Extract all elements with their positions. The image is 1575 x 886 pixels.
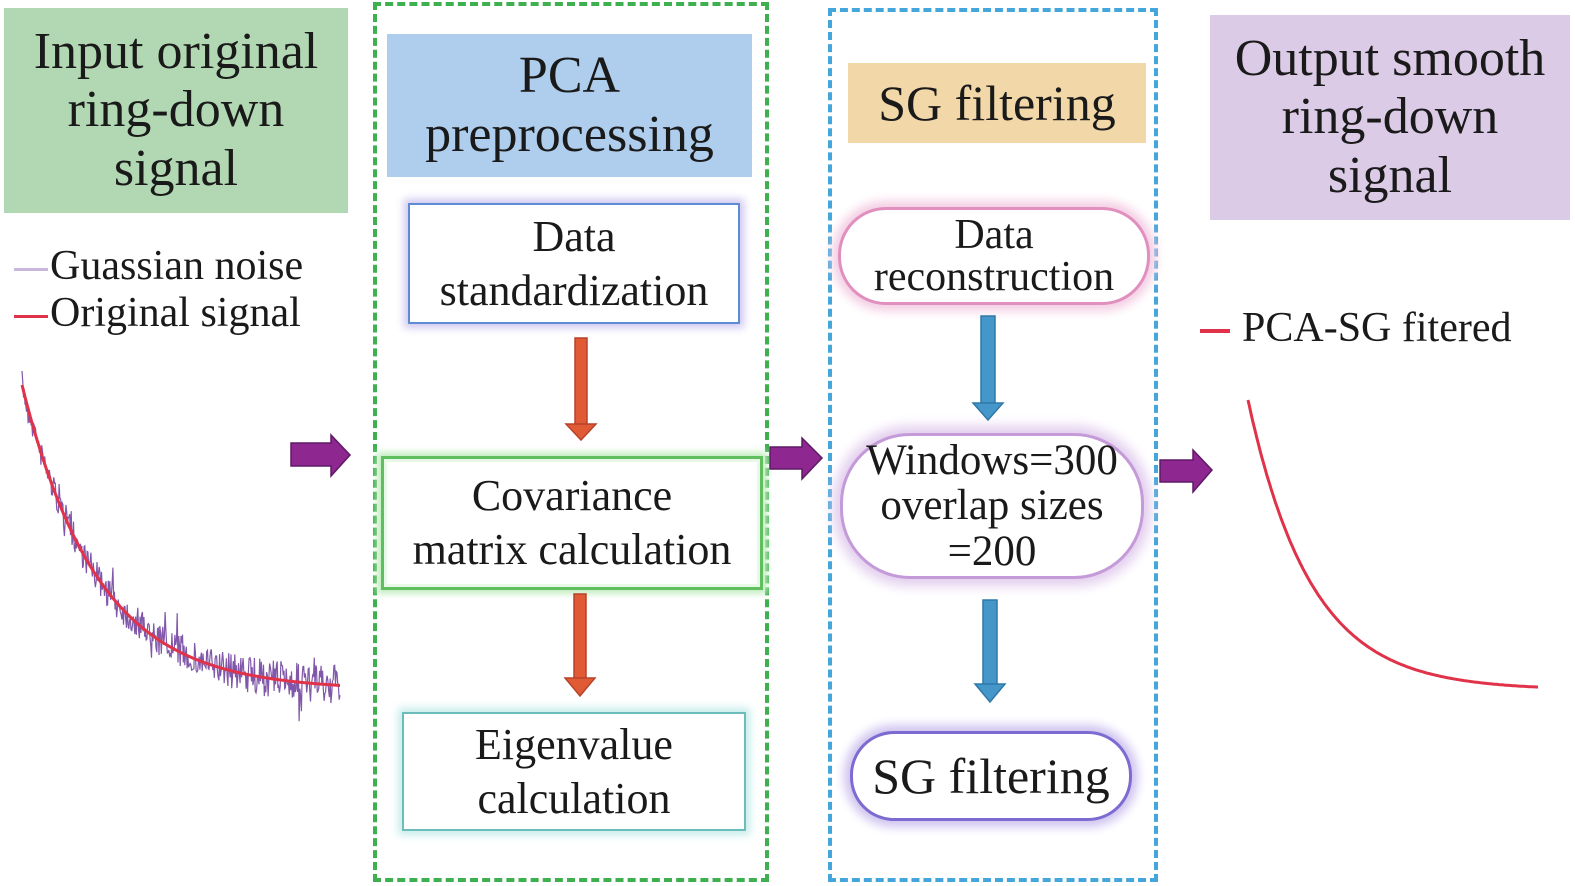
flow-arrow-sg-to-output-icon — [1159, 448, 1214, 495]
step-recon-line-2: reconstruction — [873, 254, 1115, 300]
legend-item-original: Original signal — [14, 292, 303, 334]
legend-label-original: Original signal — [50, 290, 301, 336]
step-window-settings: Windows=300 overlap sizes =200 — [840, 433, 1144, 579]
flow-arrow-pca-to-sg-icon — [769, 436, 824, 481]
output-signal-title: Output smooth ring-down signal — [1210, 15, 1570, 220]
arrow-cov-to-eig-icon — [563, 593, 597, 698]
output-title-line-1: Output smooth — [1234, 30, 1546, 88]
step-cov-line-2: matrix calculation — [412, 525, 732, 574]
step-eigenvalue-calculation: Eigenvalue calculation — [402, 712, 746, 831]
legend-label-filtered: PCA-SG fitered — [1242, 305, 1512, 351]
flow-arrow-input-to-pca-icon — [290, 433, 352, 478]
original-signal-line — [20, 384, 340, 687]
arrow-win-to-sgf-icon — [973, 599, 1007, 704]
legend-item-noise: Guassian noise — [14, 245, 303, 287]
pca-title: PCA preprocessing — [387, 34, 752, 177]
input-title-line-3: signal — [113, 139, 239, 197]
step-win-line-3: =200 — [947, 527, 1037, 575]
pca-title-line-2: preprocessing — [425, 105, 714, 163]
step-eig-line-2: calculation — [477, 773, 671, 823]
output-title-line-3: signal — [1327, 146, 1453, 204]
step-recon-line-1: Data — [954, 212, 1034, 258]
input-signal-title: Input original ring-down signal — [4, 8, 348, 213]
filtered-signal-line — [1246, 399, 1539, 689]
sg-title: SG filtering — [848, 63, 1146, 143]
step-cov-line-1: Covariance — [471, 471, 673, 521]
input-title-line-2: ring-down — [67, 81, 285, 139]
step-std-line-2: standardization — [439, 265, 709, 315]
input-legend: Guassian noise Original signal — [14, 245, 303, 334]
output-signal-plot — [1246, 399, 1539, 689]
step-win-line-2: overlap sizes — [880, 482, 1104, 530]
filtered-swatch-icon — [1200, 329, 1230, 334]
step-data-standardization: Data standardization — [408, 203, 740, 324]
step-eig-line-1: Eigenvalue — [475, 719, 673, 769]
arrow-recon-to-win-icon — [971, 315, 1005, 422]
output-legend: PCA-SG fitered — [1200, 307, 1511, 349]
arrow-std-to-cov-icon — [564, 337, 598, 442]
step-win-line-1: Windows=300 — [866, 437, 1118, 485]
input-signal-plot — [20, 370, 341, 722]
step-std-line-1: Data — [532, 211, 616, 261]
legend-label-noise: Guassian noise — [50, 243, 304, 289]
step-data-reconstruction: Data reconstruction — [838, 207, 1150, 305]
step-sgf-line-1: SG filtering — [872, 748, 1110, 804]
pca-group-frame — [373, 2, 769, 882]
original-swatch-icon — [14, 314, 48, 318]
step-covariance-matrix: Covariance matrix calculation — [381, 456, 763, 590]
noise-swatch-icon — [14, 267, 48, 271]
input-title-line-1: Input original — [33, 23, 319, 81]
noisy-signal-line — [21, 370, 341, 722]
sg-group-frame — [828, 8, 1158, 882]
output-title-line-2: ring-down — [1281, 88, 1499, 146]
step-sg-filtering: SG filtering — [850, 731, 1132, 821]
pca-title-line-1: PCA — [518, 47, 621, 105]
